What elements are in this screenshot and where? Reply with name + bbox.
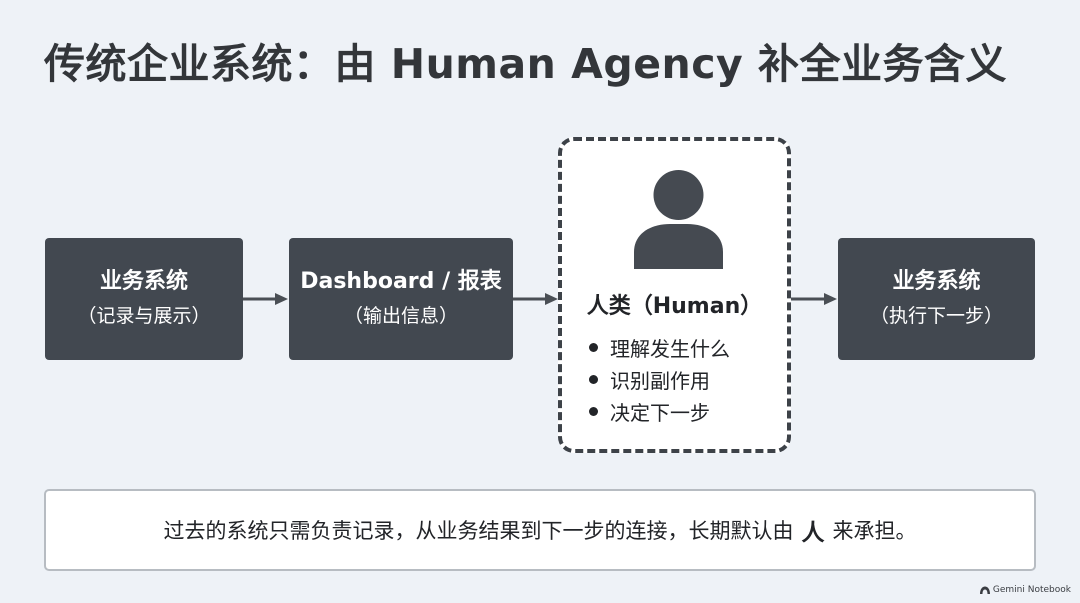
list-item: 识别副作用 — [589, 363, 730, 395]
watermark-text: Gemini Notebook — [992, 585, 1071, 595]
summary-box: 过去的系统只需负责记录，从业务结果到下一步的连接，长期默认由 人 来承担。 — [44, 489, 1036, 571]
human-box: 人类（Human） 理解发生什么 识别副作用 决定下一步 — [558, 137, 791, 453]
arrow-right-icon — [243, 293, 288, 305]
box-title: 业务系统 — [892, 269, 981, 294]
box-subtitle: （执行下一步） — [869, 305, 1003, 327]
page-title: 传统企业系统：由 Human Agency 补全业务含义 — [44, 40, 1008, 88]
bullet-icon — [589, 406, 598, 416]
list-item-text: 识别副作用 — [610, 368, 710, 393]
arrow-right-icon — [791, 293, 837, 305]
list-item-text: 理解发生什么 — [610, 336, 730, 361]
watermark: Gemini Notebook — [979, 585, 1071, 595]
summary-text-before: 过去的系统只需负责记录，从业务结果到下一步的连接，长期默认由 — [163, 519, 794, 543]
business-system-record-box: 业务系统 （记录与展示） — [45, 238, 243, 360]
human-title: 人类（Human） — [586, 294, 763, 319]
list-item-text: 决定下一步 — [610, 400, 710, 425]
summary-text-after: 来承担。 — [832, 519, 917, 543]
list-item: 理解发生什么 — [589, 331, 730, 363]
list-item: 决定下一步 — [589, 395, 730, 427]
person-icon — [634, 170, 723, 269]
box-title: Dashboard / 报表 — [300, 269, 502, 294]
human-bullet-list: 理解发生什么 识别副作用 决定下一步 — [589, 331, 730, 427]
summary-highlight: 人 — [801, 520, 825, 546]
box-title: 业务系统 — [99, 269, 188, 294]
business-system-execute-box: 业务系统 （执行下一步） — [838, 238, 1035, 360]
arrow-right-icon — [513, 293, 558, 305]
bullet-icon — [589, 374, 598, 384]
gemini-icon — [979, 586, 990, 594]
dashboard-report-box: Dashboard / 报表 （输出信息） — [289, 238, 513, 360]
box-subtitle: （输出信息） — [343, 305, 458, 327]
bullet-icon — [589, 342, 598, 352]
box-subtitle: （记录与展示） — [77, 305, 211, 327]
